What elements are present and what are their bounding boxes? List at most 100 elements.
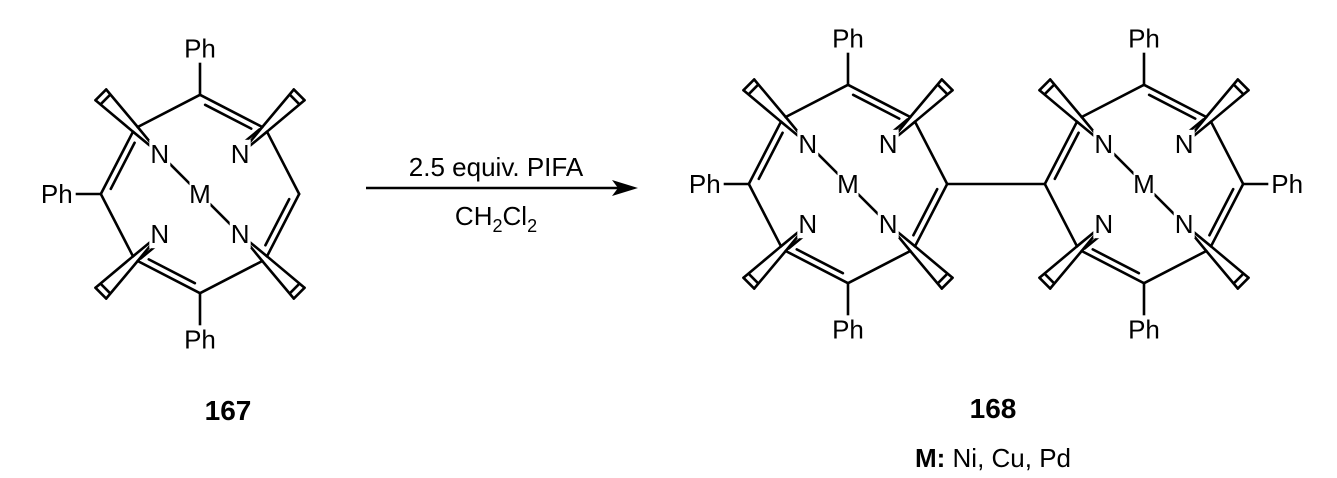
- p167-bond-br-bb: [292, 286, 306, 300]
- p167-bond-br-ab1: [265, 255, 306, 290]
- p167-n-br-backdrop: [229, 220, 251, 249]
- p168a-bond-tl-bb: [742, 78, 756, 92]
- p168b-n-tl: N: [1094, 129, 1113, 159]
- p168a-bond-br-meso1: [913, 182, 949, 248]
- p168a-bond-br-meso2: [846, 249, 912, 285]
- p168a-bond-tl-bb: [748, 84, 759, 95]
- p168a-coord-br: [856, 192, 881, 217]
- p167-ph-t-backdrop: [182, 34, 218, 63]
- p168b-ph-t-backdrop: [1126, 24, 1162, 53]
- p168a-n-bl-backdrop: [797, 210, 819, 239]
- p168a-bond-bl-bb: [742, 276, 756, 290]
- p168b-bond-tl-bb: [1038, 78, 1052, 92]
- p167-n-bl: N: [150, 219, 169, 249]
- p168b-bond-tl-meso2: [1080, 83, 1146, 119]
- p167-bond-tl-bb: [100, 94, 111, 105]
- p168a-n-tr-backdrop: [877, 129, 899, 158]
- compound-167-label: 167: [205, 395, 252, 426]
- p167-bond-tr-bb: [292, 88, 306, 102]
- p167-bond-tr-ab2: [265, 98, 306, 133]
- p168b-bond-br-meso1: [1208, 187, 1235, 237]
- bond-layer: [69, 51, 1275, 327]
- p168b-bond-tl-ab1: [1038, 88, 1079, 123]
- p168a-bond-tr-bb: [937, 84, 948, 95]
- p168b-bond-tl-meso1: [1053, 131, 1080, 181]
- p167-n-br: N: [231, 219, 250, 249]
- p167-bond-tr-meso2: [265, 130, 301, 196]
- p168b-n-bl: N: [1094, 209, 1113, 239]
- p168b-bond-bl-ab2: [1038, 245, 1079, 280]
- p167-bond-br-meso2: [198, 259, 264, 295]
- p168a-n-tr: N: [879, 129, 898, 159]
- p167-bond-br-bb: [289, 283, 300, 294]
- p167-n-tr: N: [231, 139, 250, 169]
- p168a-n-br-backdrop: [877, 210, 899, 239]
- p167-bond-tl-bb: [94, 88, 108, 102]
- p168a-bond-br-meso1: [912, 187, 939, 237]
- p168b-bond-tr-meso1: [1142, 83, 1208, 119]
- p167-bond-tl-ab2: [104, 88, 139, 129]
- p168b-bond-bl-ab1: [1048, 249, 1083, 290]
- p168a-metal-backdrop: [837, 170, 859, 198]
- p167-bond-br-meso1: [265, 192, 301, 258]
- p167-metal: M: [189, 179, 211, 209]
- p168b-bond-tr-ab2: [1209, 88, 1250, 123]
- p167-bond-br-ab2: [261, 259, 296, 300]
- p168b-bond-bl-bb: [1044, 273, 1055, 284]
- metal-legend: M: Ni, Cu, Pd: [915, 443, 1071, 473]
- p168a-bond-tr-meso1: [846, 83, 912, 119]
- p168a-bond-tr-meso2: [913, 120, 949, 186]
- p167-bond-bl-ab1: [104, 259, 139, 300]
- p168b-n-br: N: [1175, 209, 1194, 239]
- p168b-bond-bl-meso1: [1091, 248, 1141, 275]
- p168a-bond-tl-meso2: [784, 83, 850, 119]
- p168b-n-tr: N: [1175, 129, 1194, 159]
- p167-n-bl-backdrop: [149, 220, 171, 249]
- p167-bond-tr-meso1: [198, 93, 264, 129]
- p168a-bond-tl-meso1: [747, 120, 783, 186]
- p168b-bond-br-ab1: [1209, 245, 1250, 280]
- p168b-bond-tr-ab1: [1205, 78, 1240, 119]
- p168a-coord-tl: [815, 151, 840, 176]
- p167-n-tl: N: [150, 139, 169, 169]
- p168b-bond-br-ab2: [1205, 249, 1240, 290]
- p167-bond-tr-meso1: [203, 103, 253, 130]
- solvent-label: CH2Cl2: [455, 201, 537, 236]
- p168a-bond-tr-meso1: [851, 93, 901, 120]
- p168b-ph-b-backdrop: [1126, 315, 1162, 344]
- p167-bond-bl-meso1: [147, 258, 197, 285]
- p168a-bond-bl-bb: [748, 273, 759, 284]
- p168a-bond-tr-bb: [940, 78, 954, 92]
- p167-n-tr-backdrop: [229, 139, 251, 168]
- p167-bond-tl-meso1: [99, 130, 135, 196]
- p168b-n-bl-backdrop: [1093, 210, 1115, 239]
- p168a-bond-tr-ab1: [909, 78, 944, 119]
- p167-ph-b-backdrop: [182, 325, 218, 354]
- p168b-bond-br-meso1: [1209, 182, 1245, 248]
- p168a-bond-tr-ab2: [913, 88, 954, 123]
- p168b-bond-br-meso2: [1142, 249, 1208, 285]
- p168b-metal-backdrop: [1133, 170, 1155, 198]
- p167-metal-backdrop: [189, 180, 211, 208]
- p168a-ph-l: Ph: [689, 169, 721, 199]
- p168a-ph-t-backdrop: [830, 24, 866, 53]
- p168b-bond-tl-meso1: [1043, 120, 1079, 186]
- p168a-ph-b: Ph: [832, 314, 864, 344]
- p168b-n-br-backdrop: [1173, 210, 1195, 239]
- p167-n-tl-backdrop: [149, 139, 171, 168]
- p168a-bond-bl-ab2: [742, 245, 783, 280]
- p167-bond-bl-bb: [100, 283, 111, 294]
- p168b-bond-tr-meso2: [1209, 120, 1245, 186]
- p168b-n-tl-backdrop: [1093, 129, 1115, 158]
- p168a-bond-br-bb: [940, 276, 954, 290]
- p167-bond-tr-bb: [289, 94, 300, 105]
- p168b-bond-br-bb: [1233, 273, 1244, 284]
- p168a-ph-l-backdrop: [687, 170, 724, 198]
- p168a-bond-tl-ab1: [742, 88, 783, 123]
- p167-bond-bl-bb: [94, 286, 108, 300]
- p168b-ph-r-backdrop: [1268, 170, 1305, 198]
- p168b-ph-r: Ph: [1271, 169, 1303, 199]
- p168a-bond-br-ab2: [909, 249, 944, 290]
- p167-bond-bl-meso2: [99, 192, 135, 258]
